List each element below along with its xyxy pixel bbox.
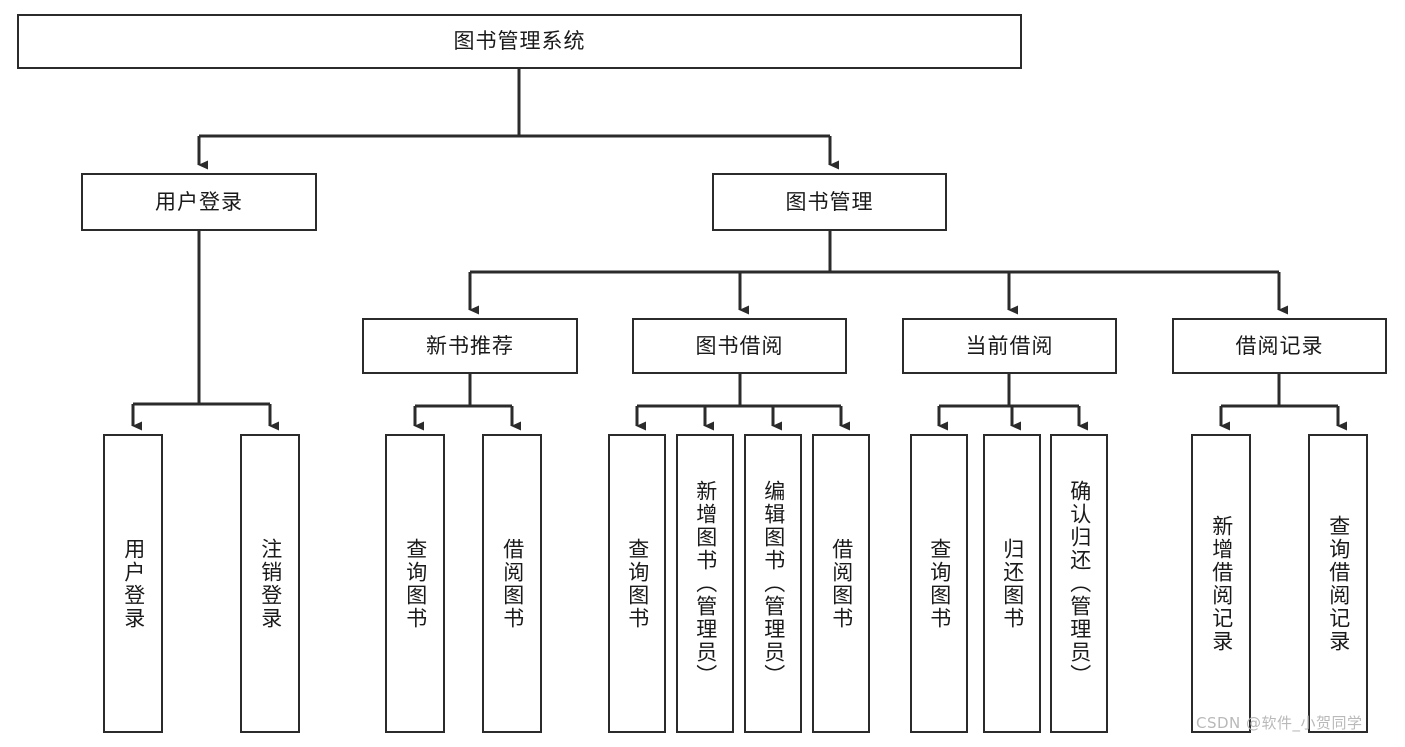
leaf-logout-label: 注销登录 [258,537,283,630]
leaf-user-login[interactable]: 用户登录 [103,434,163,733]
leaf-query-books-current-label: 查询图书 [927,537,952,630]
leaf-confirm-return-admin[interactable]: 确认归还（管理员） [1050,434,1108,733]
leaf-query-books-current[interactable]: 查询图书 [910,434,968,733]
leaf-return-books-label: 归还图书 [1000,537,1025,630]
node-new-book-recommendation[interactable]: 新书推荐 [362,318,578,374]
node-user-login[interactable]: 用户登录 [81,173,317,231]
node-new-book-recommendation-label: 新书推荐 [426,333,514,358]
leaf-confirm-return-admin-label: 确认归还（管理员） [1067,480,1092,687]
node-book-borrowing-label: 图书借阅 [695,333,784,358]
node-user-login-label: 用户登录 [155,189,243,214]
leaf-add-borrow-record-label: 新增借阅记录 [1209,514,1234,653]
node-root[interactable]: 图书管理系统 [17,14,1022,69]
leaf-return-books[interactable]: 归还图书 [983,434,1041,733]
leaf-borrow-books-recommendation[interactable]: 借阅图书 [482,434,542,733]
leaf-add-book-admin-label: 新增图书（管理员） [693,480,718,687]
leaf-edit-book-admin[interactable]: 编辑图书（管理员） [744,434,802,733]
leaf-add-book-admin[interactable]: 新增图书（管理员） [676,434,734,733]
node-borrow-records[interactable]: 借阅记录 [1172,318,1387,374]
node-borrow-records-label: 借阅记录 [1235,333,1324,358]
node-current-borrowing[interactable]: 当前借阅 [902,318,1117,374]
leaf-user-login-label: 用户登录 [121,537,146,630]
node-book-management[interactable]: 图书管理 [712,173,947,231]
leaf-add-borrow-record[interactable]: 新增借阅记录 [1191,434,1251,733]
leaf-query-books-borrowing[interactable]: 查询图书 [608,434,666,733]
leaf-edit-book-admin-label: 编辑图书（管理员） [761,480,786,687]
leaf-query-borrow-record[interactable]: 查询借阅记录 [1308,434,1368,733]
leaf-borrow-books-borrowing[interactable]: 借阅图书 [812,434,870,733]
node-current-borrowing-label: 当前借阅 [965,333,1054,358]
leaf-borrow-books-recommendation-label: 借阅图书 [500,537,525,630]
leaf-logout[interactable]: 注销登录 [240,434,300,733]
leaf-query-borrow-record-label: 查询借阅记录 [1326,514,1351,653]
leaf-query-books-borrowing-label: 查询图书 [625,537,650,630]
node-root-label: 图书管理系统 [453,29,586,54]
node-book-management-label: 图书管理 [785,189,874,214]
leaf-query-books-recommendation-label: 查询图书 [403,537,428,630]
leaf-query-books-recommendation[interactable]: 查询图书 [385,434,445,733]
leaf-borrow-books-borrowing-label: 借阅图书 [829,537,854,630]
node-book-borrowing[interactable]: 图书借阅 [632,318,847,374]
